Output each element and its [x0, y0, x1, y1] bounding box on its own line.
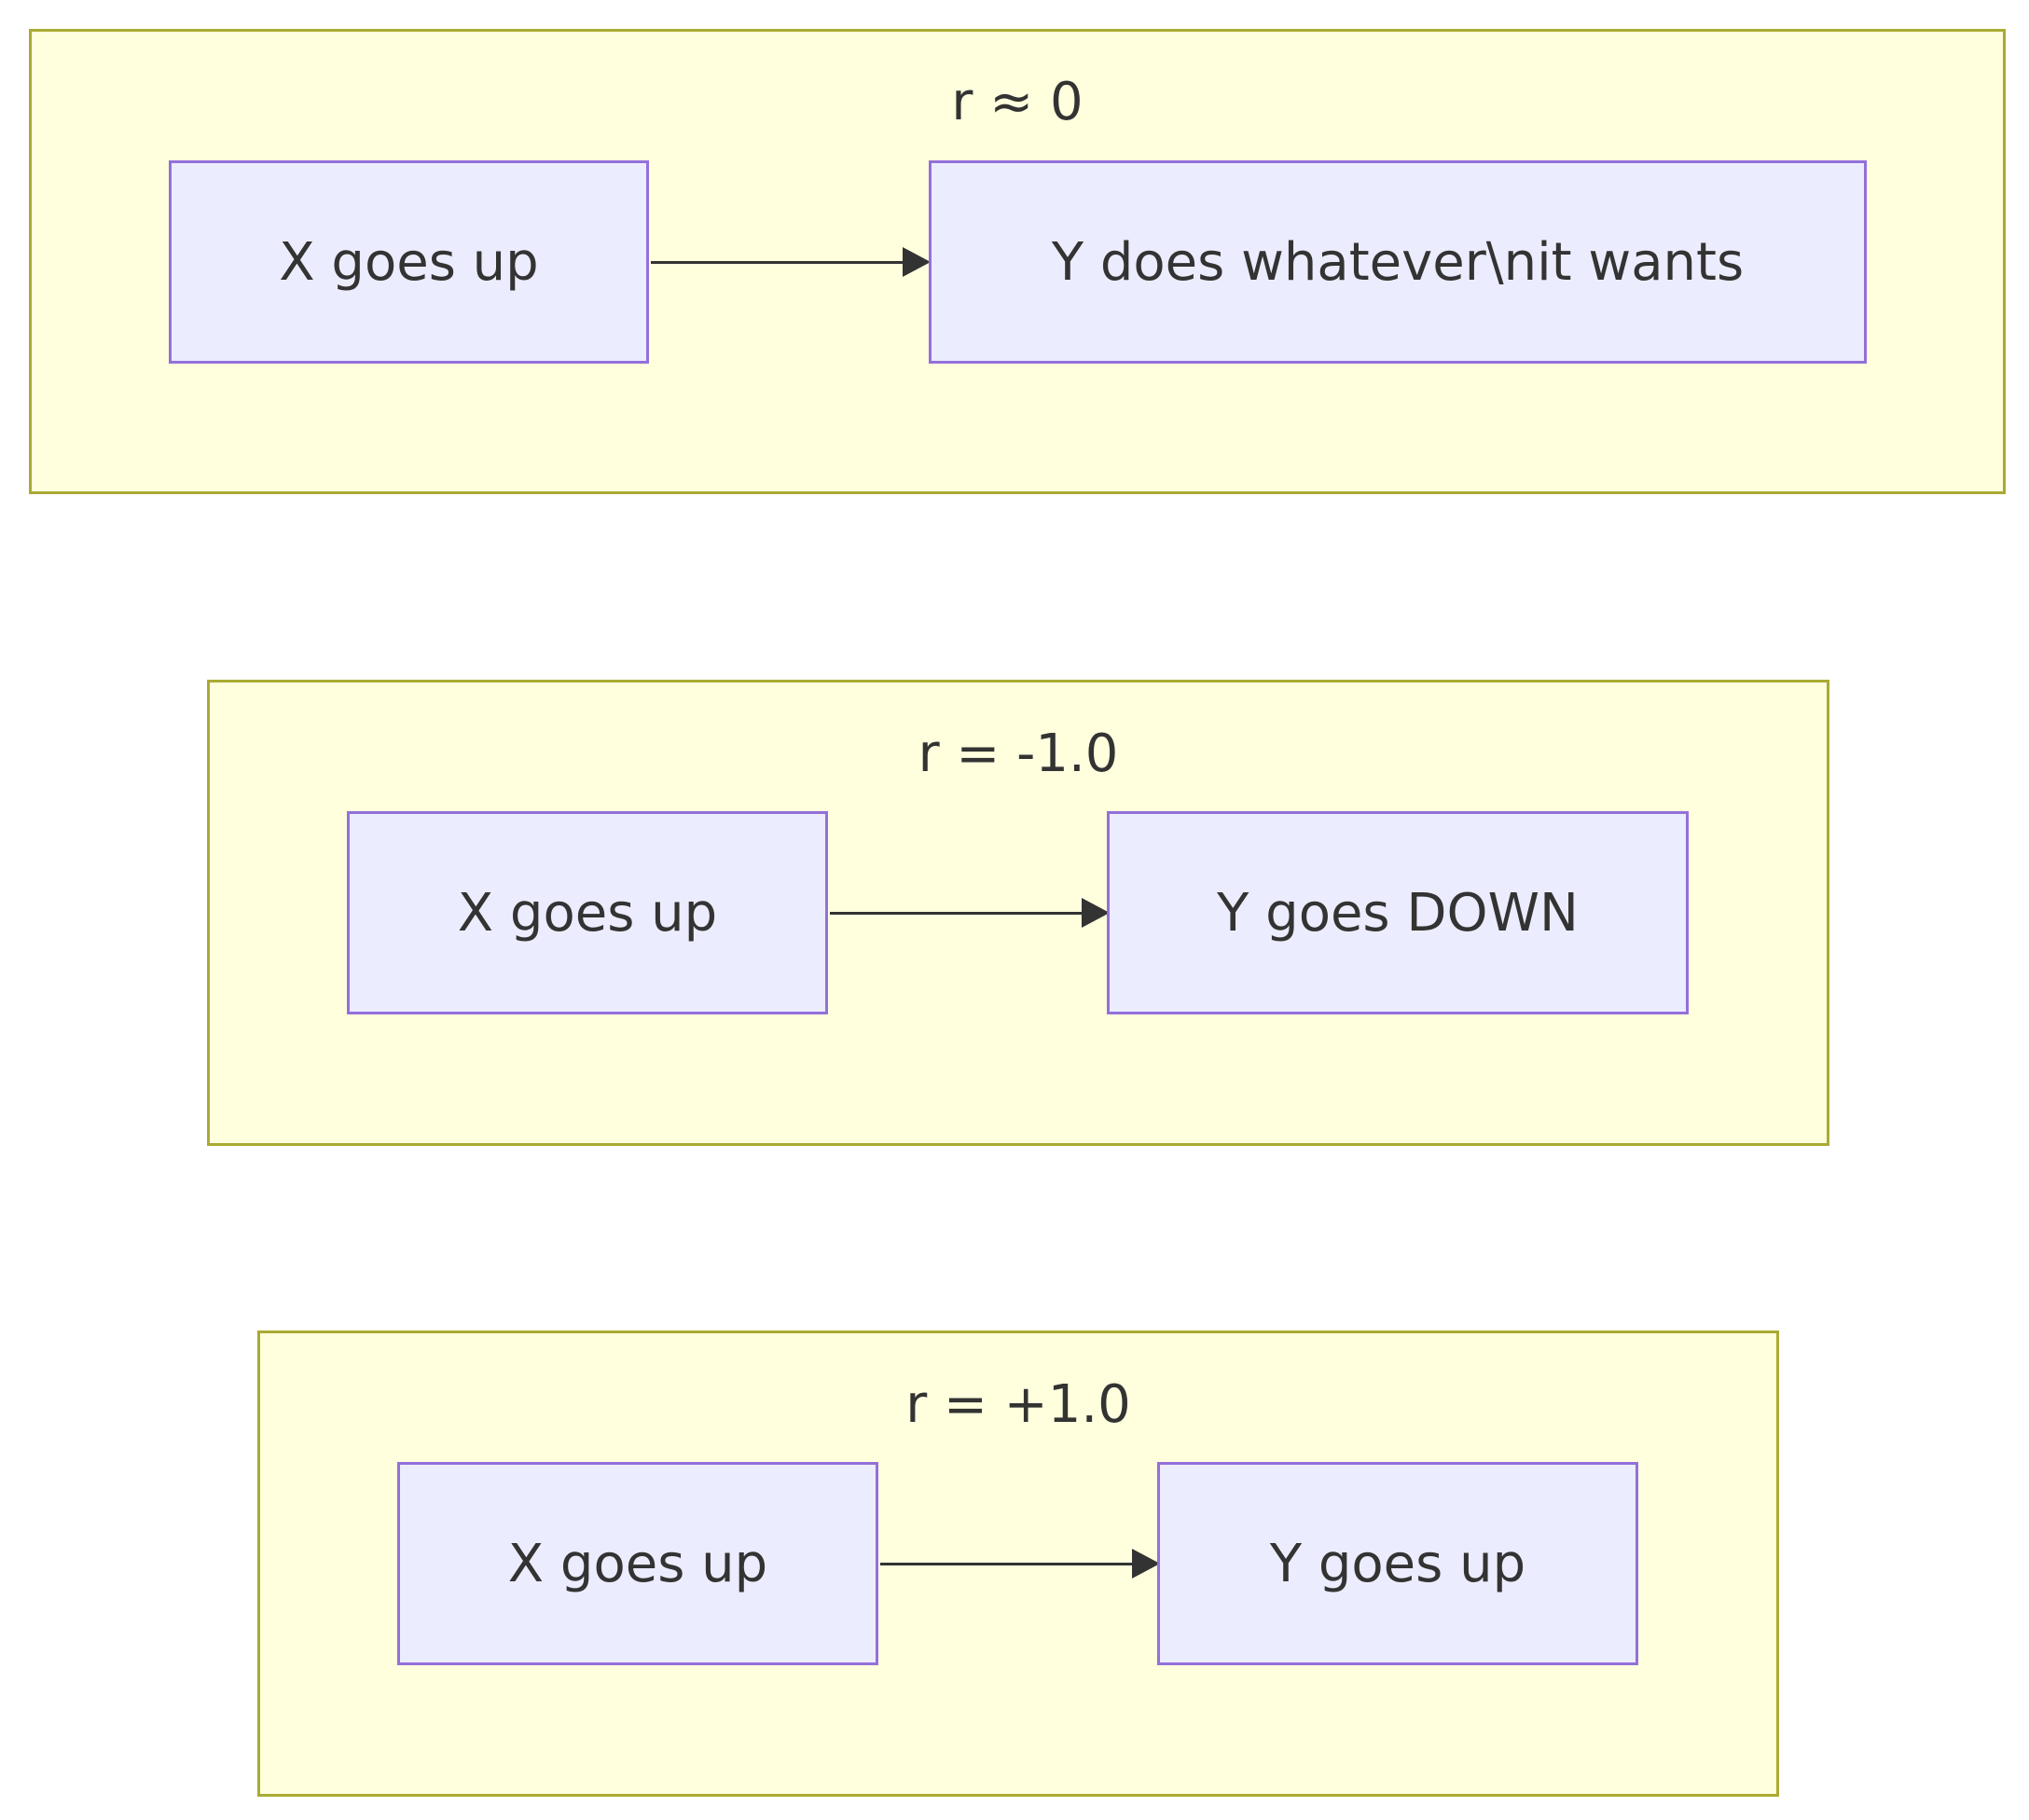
node-x-goes-up: X goes up [169, 160, 649, 364]
node-label: Y goes DOWN [1217, 882, 1579, 944]
arrowhead-icon [903, 247, 931, 277]
arrow-edge [651, 247, 931, 277]
node-y-goes-down: Y goes DOWN [1107, 811, 1689, 1014]
node-label: Y does whatever\nit wants [1051, 231, 1745, 293]
arrow-edge [880, 1549, 1160, 1579]
node-label: X goes up [279, 231, 539, 293]
cluster-title: r ≈ 0 [951, 72, 1084, 132]
arrow-edge [830, 898, 1110, 928]
edge-line [830, 912, 1084, 915]
node-x-goes-up: X goes up [397, 1462, 878, 1665]
cluster-title: r = +1.0 [905, 1374, 1131, 1435]
node-label: X goes up [457, 882, 718, 944]
cluster-title: r = -1.0 [918, 724, 1119, 784]
edge-line [651, 261, 904, 264]
arrowhead-icon [1132, 1549, 1160, 1579]
node-label: X goes up [507, 1533, 768, 1594]
node-y-does-whatever: Y does whatever\nit wants [929, 160, 1867, 364]
node-y-goes-up: Y goes up [1157, 1462, 1638, 1665]
node-label: Y goes up [1269, 1533, 1526, 1594]
arrowhead-icon [1082, 898, 1110, 928]
edge-line [880, 1563, 1134, 1565]
node-x-goes-up: X goes up [347, 811, 828, 1014]
